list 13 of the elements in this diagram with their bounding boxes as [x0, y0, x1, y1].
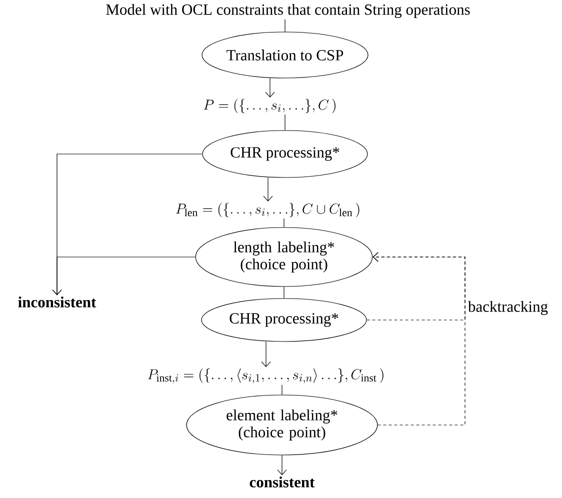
result-text: inconsistent [18, 296, 96, 308]
formula: $P = (\{\ldots, s_i, \ldots\}, C\,)$ [204, 98, 336, 114]
arrow [261, 342, 271, 368]
arrow [277, 455, 287, 476]
formula: $P_{\mathrm{len}} = (\{\ldots, s_i, \ldots\}, C \cup C_{\mathrm{len}}\,)$ [176, 202, 360, 218]
heading-text: Model with OCL constraints that contain String operations [106, 4, 470, 18]
backtrack-arrow [372, 252, 466, 426]
arrow [263, 178, 273, 202]
edge-label: backtracking [466, 300, 550, 316]
formula: $P_{\mathrm{inst},i} = (\{\ldots, \langle s_{i,1}, \ldots, s_{i,n}\rangle \ldots\}, C_{\mathrm{inst}}\,)$ [148, 368, 384, 384]
arrow [52, 256, 196, 296]
result-text: consistent [250, 476, 315, 488]
arrow [265, 78, 275, 98]
